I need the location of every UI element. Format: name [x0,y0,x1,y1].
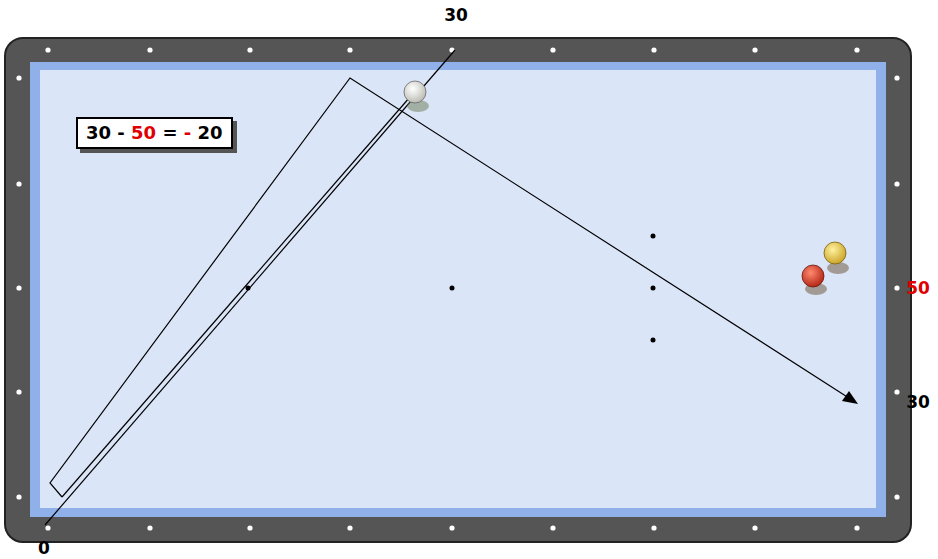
formula-part: 20 [198,122,223,143]
diamond-marker [16,389,21,394]
diamond-marker [894,75,899,80]
diamond-marker [894,181,899,186]
formula-box: 30 - 50 = - 20 [76,117,233,149]
diamond-marker [894,285,899,290]
diamond-marker [16,75,21,80]
diamond-marker [550,47,555,52]
diamond-marker [550,525,555,530]
diamond-marker [752,47,757,52]
diamond-number: 30 [444,7,468,24]
diamond-number: 30 [906,394,930,411]
diamond-number: 0 [38,540,50,557]
diamond-marker [854,47,859,52]
diamond-marker [16,181,21,186]
diamond-marker [894,389,899,394]
formula-part: = [162,122,177,143]
diamond-marker [449,525,454,530]
formula-part: 30 - [86,122,125,143]
diamond-marker [651,47,656,52]
diamond-marker [247,47,252,52]
diamond-marker [347,47,352,52]
formula-part: 50 [131,122,156,143]
diamond-marker [894,494,899,499]
diamond-marker [147,525,152,530]
formula-part: - [184,122,191,143]
diamond-marker [147,47,152,52]
diamond-marker [651,525,656,530]
diamond-marker [16,494,21,499]
diamond-marker [347,525,352,530]
diamond-marker [752,525,757,530]
diamond-marker [16,285,21,290]
diamond-marker [45,525,50,530]
diamond-marker [854,525,859,530]
diamond-marker [45,47,50,52]
diamond-number: 50 [906,280,930,297]
diamond-marker [247,525,252,530]
